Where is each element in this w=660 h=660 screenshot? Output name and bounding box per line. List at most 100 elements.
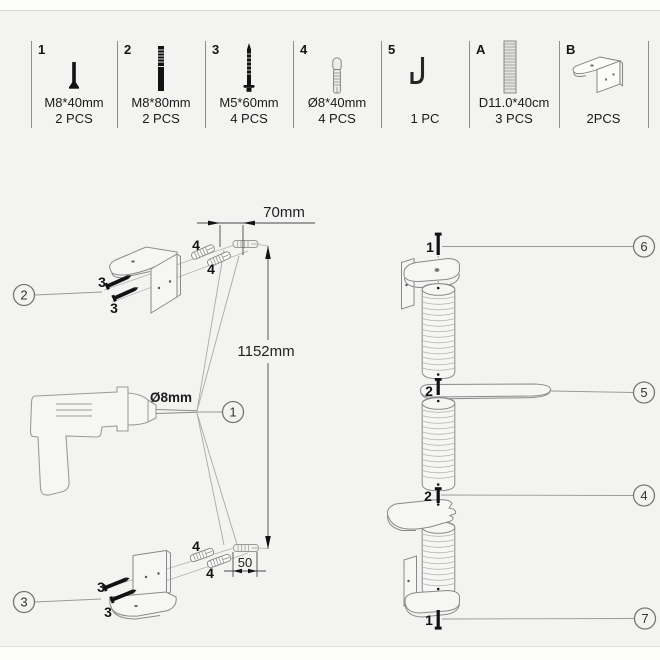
screw-label: 2 xyxy=(424,488,432,504)
dimension-70mm: 70mm xyxy=(197,204,315,255)
callout-top-bracket: 2 xyxy=(12,283,103,307)
part-id: A xyxy=(476,42,486,57)
shelf-screw xyxy=(434,378,442,395)
post-bracket-top xyxy=(401,257,460,310)
table-divider xyxy=(381,41,382,128)
post-screw-top xyxy=(434,232,442,255)
table-divider xyxy=(205,41,206,128)
part-cell-A: A D11.0*40cm 3 PCS xyxy=(469,40,559,128)
table-divider xyxy=(117,41,118,128)
part-cell-4: 4 Ø8*40mm 4 PCS xyxy=(293,41,381,128)
anchor-label: 4 xyxy=(192,237,200,253)
dim-mount-height: 1152mm xyxy=(237,343,294,360)
svg-text:4: 4 xyxy=(640,488,647,503)
part-id: 3 xyxy=(212,42,220,57)
post-screw-bottom xyxy=(434,610,442,630)
part-spec: M8*40mm xyxy=(44,95,104,110)
wood-screw-icon xyxy=(243,43,255,92)
svg-text:5: 5 xyxy=(640,385,647,400)
screw-label: 1 xyxy=(425,612,433,628)
part-count: 3 PCS xyxy=(495,111,533,126)
wall-plug-icon xyxy=(332,57,342,94)
top-edge-strip xyxy=(0,0,660,11)
part-id: 4 xyxy=(300,42,308,57)
screw-label: 2 xyxy=(425,383,433,399)
svg-text:1: 1 xyxy=(229,405,236,420)
wall-plug-installed xyxy=(232,240,259,248)
shelf-board xyxy=(419,383,552,400)
table-divider xyxy=(469,41,470,128)
part-count: 2 PCS xyxy=(142,111,180,126)
mount-screw xyxy=(102,577,130,592)
sisal-post-2 xyxy=(421,397,456,492)
svg-text:2: 2 xyxy=(20,288,27,303)
callout-platform: 4 xyxy=(440,484,656,507)
drill-guide-lines xyxy=(196,249,240,552)
callout-bottom-bracket: 3 xyxy=(12,590,102,614)
wall-bracket-icon xyxy=(572,56,623,94)
dim-drill-bit: Ø8mm xyxy=(150,390,192,405)
anchor-label: 4 xyxy=(206,565,214,581)
screw-label: 3 xyxy=(104,604,112,620)
sisal-post-3 xyxy=(421,521,456,599)
countersunk-bolt-icon xyxy=(69,62,79,89)
bottom-edge-strip xyxy=(0,646,660,660)
wall-anchor xyxy=(189,547,215,563)
part-spec: M8*80mm xyxy=(131,95,191,110)
long-bolt-icon xyxy=(158,46,164,91)
part-cell-B: B 2PCS xyxy=(559,41,648,128)
callout-shelf: 5 xyxy=(550,381,656,404)
sisal-post-icon xyxy=(503,40,517,94)
callout-top-mount: 6 xyxy=(442,235,656,258)
screw-label: 3 xyxy=(110,300,118,316)
wall-plug-installed xyxy=(233,544,259,552)
part-id: 1 xyxy=(38,42,46,57)
mount-screw xyxy=(109,589,137,604)
part-cell-3: 3 M5*60mm 4 PCS xyxy=(205,41,293,128)
dim-hole-spacing: 70mm xyxy=(263,204,305,221)
screw-label: 3 xyxy=(98,274,106,290)
wall-anchor xyxy=(206,553,232,569)
screw-label: 3 xyxy=(97,579,105,595)
anchor-label: 4 xyxy=(192,538,200,554)
part-count: 2PCS xyxy=(586,111,621,126)
part-cell-2: 2 M8*80mm 2 PCS xyxy=(117,41,205,128)
part-spec: M5*60mm xyxy=(219,95,279,110)
svg-text:3: 3 xyxy=(20,595,27,610)
part-cell-1: 1 M8*40mm 2 PCS xyxy=(31,41,117,128)
dimension-1152mm: 1152mm xyxy=(237,246,295,549)
part-id: B xyxy=(566,42,576,57)
wall-bracket-top xyxy=(109,246,181,314)
part-count: 4 PCS xyxy=(318,111,356,126)
table-divider xyxy=(648,41,649,128)
post-bracket-bottom xyxy=(403,555,460,618)
mount-screw xyxy=(104,275,132,291)
part-id: 5 xyxy=(388,42,396,57)
part-spec: Ø8*40mm xyxy=(307,95,367,110)
table-divider xyxy=(559,41,560,128)
part-id: 2 xyxy=(124,42,132,57)
mount-screw xyxy=(111,287,139,303)
part-count: 1 PC xyxy=(410,111,440,126)
part-cell-5: 5 1 PC xyxy=(381,41,469,128)
table-divider xyxy=(293,41,294,128)
screw-label: 1 xyxy=(426,239,434,255)
dimension-50: 50 xyxy=(224,552,266,577)
wall-anchor xyxy=(207,251,231,267)
anchor-label: 4 xyxy=(207,261,215,277)
dim-floor-offset: 50 xyxy=(238,555,252,570)
callout-drill: 1 xyxy=(197,400,245,424)
drill: Ø8mm xyxy=(29,386,198,496)
svg-text:7: 7 xyxy=(641,611,648,626)
allen-key-icon xyxy=(410,57,425,85)
platform-screw xyxy=(434,487,442,503)
wall-bracket-bottom xyxy=(109,549,177,620)
platform-board xyxy=(386,499,457,531)
svg-text:6: 6 xyxy=(640,239,647,254)
part-spec: D11.0*40cm xyxy=(478,95,550,110)
wall-anchor xyxy=(191,244,215,260)
callout-bottom-mount: 7 xyxy=(441,607,657,630)
sisal-post-1 xyxy=(421,283,456,380)
